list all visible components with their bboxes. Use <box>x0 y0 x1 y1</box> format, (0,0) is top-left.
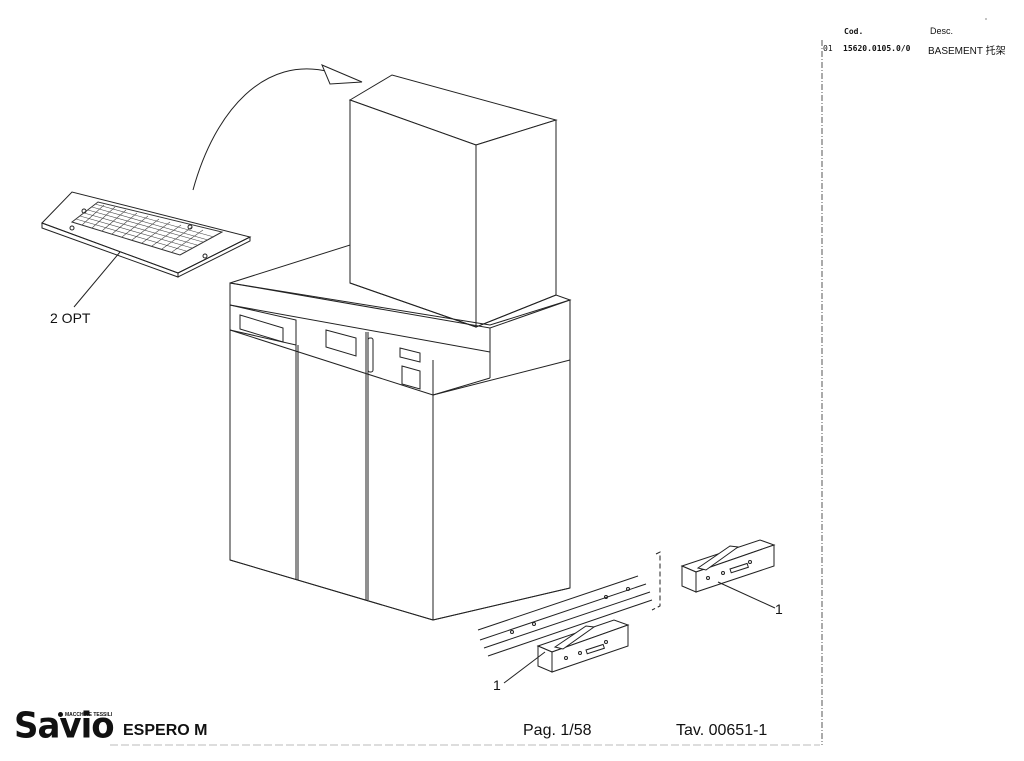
header-code: Cod. <box>844 27 864 36</box>
callout-bracket-left: 1 <box>493 677 501 693</box>
parts-list-header: Cod. Desc. <box>818 24 1018 36</box>
logo-tagline: MACCHINE TESSILI <box>56 712 112 718</box>
page-number: Pag. 1/58 <box>523 722 592 739</box>
move-arrow <box>192 68 331 191</box>
row-description: BASEMENT 托架 <box>928 46 1006 57</box>
logo-wordmark: Savio <box>14 705 115 747</box>
floor-rails <box>477 551 661 657</box>
bracket-left <box>503 619 630 684</box>
table-number: Tav. 00651-1 <box>676 722 768 739</box>
filter-panel <box>41 191 252 278</box>
model-name: ESPERO M <box>123 722 208 739</box>
lower-cabinet <box>229 244 572 621</box>
arrowhead <box>321 64 363 85</box>
callout-bracket-right: 1 <box>775 601 783 617</box>
header-description: Desc. <box>930 26 954 36</box>
top-box-unit <box>348 74 558 328</box>
row-position: 01 <box>823 44 833 53</box>
leader-2opt <box>73 251 121 308</box>
parts-list-table: Cod. Desc. 01 15620.0105.0/0 BASEMENT 托架 <box>818 24 1018 57</box>
callout-filter-option: 2 OPT <box>50 310 91 326</box>
savio-logo: MACCHINE TESSILI Savio <box>12 700 115 747</box>
table-row: 01 15620.0105.0/0 BASEMENT 托架 <box>818 40 1018 57</box>
row-code: 15620.0105.0/0 <box>843 44 911 53</box>
bracket-right <box>680 539 776 609</box>
